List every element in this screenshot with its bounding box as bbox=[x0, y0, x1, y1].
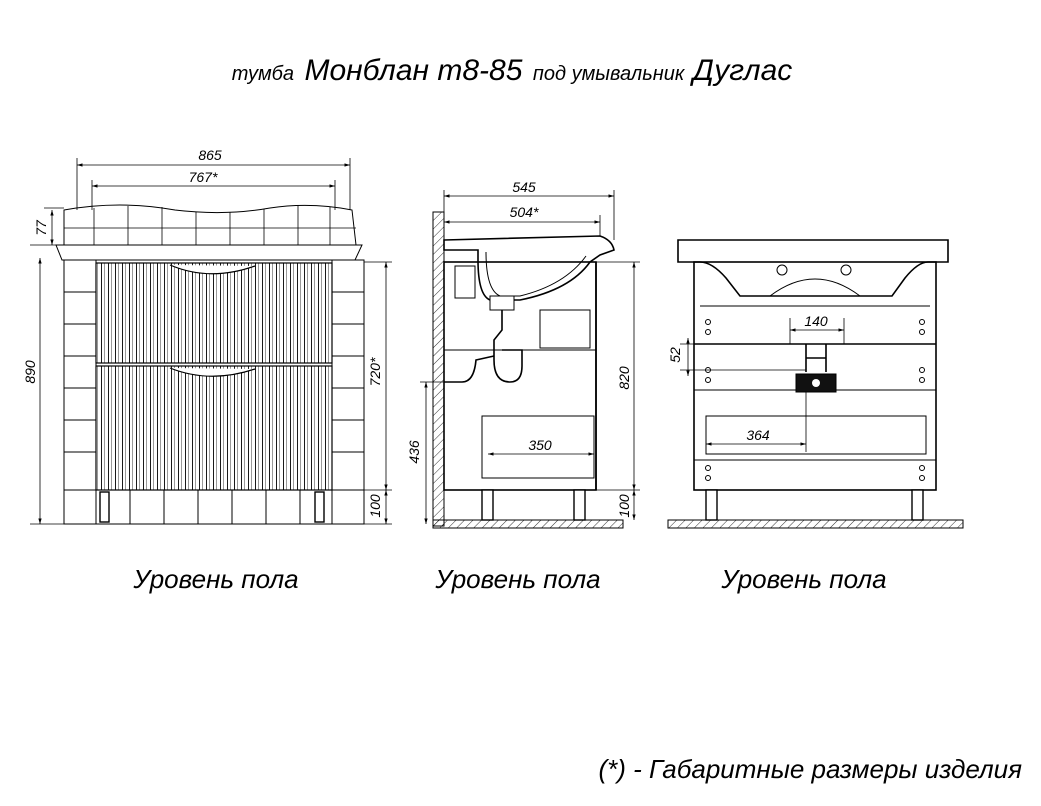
front-dim-height-total: 890 bbox=[22, 360, 38, 384]
back-dim-pipe-offset: 52 bbox=[667, 347, 683, 363]
front-leg-right bbox=[314, 491, 325, 523]
back-drawer bbox=[705, 415, 927, 455]
back-leg-right bbox=[911, 489, 924, 521]
back-view: 140 52 364 Уровень пола bbox=[667, 239, 964, 594]
back-leg-left bbox=[705, 489, 718, 521]
back-floor-label: Уровень пола bbox=[720, 564, 886, 594]
side-dim-shelf-depth: 350 bbox=[528, 437, 552, 453]
drawing-title: тумба Монблан т8-85 под умывальник Дугла… bbox=[232, 54, 793, 87]
back-cabinet bbox=[693, 261, 937, 491]
front-sink-top bbox=[63, 204, 357, 246]
back-outlet-hole bbox=[812, 379, 820, 387]
side-view: 545 504* 820 100 436 350 Уровень пола bbox=[406, 179, 640, 594]
front-floor-label: Уровень пола bbox=[132, 564, 298, 594]
side-lower-drawer bbox=[481, 415, 595, 479]
front-wall-tiles-left bbox=[63, 259, 97, 491]
title-middle: под умывальник bbox=[533, 63, 686, 85]
side-siphon bbox=[493, 302, 523, 383]
front-view: 865 767* 77 890 720* 100 Уровень пола bbox=[22, 147, 392, 594]
front-dimension-lines bbox=[30, 158, 392, 525]
footnote: (*) - Габаритные размеры изделия bbox=[598, 754, 1022, 784]
back-dimension-lines bbox=[680, 318, 845, 452]
back-siphon bbox=[805, 344, 827, 372]
front-sink-lip bbox=[55, 244, 363, 261]
back-sink bbox=[677, 239, 949, 297]
side-upper-box bbox=[454, 265, 476, 299]
title-sink: Дуглас bbox=[690, 54, 793, 87]
front-lower-drawer bbox=[95, 365, 333, 491]
back-dim-center-offset: 364 bbox=[746, 427, 770, 443]
side-dimension-lines bbox=[420, 190, 640, 524]
back-dim-pipe-spacing: 140 bbox=[804, 313, 828, 329]
front-dim-width-body: 767* bbox=[189, 169, 218, 185]
back-sink-bowl bbox=[769, 278, 861, 297]
side-wall bbox=[432, 211, 445, 527]
front-upper-handle bbox=[169, 264, 256, 275]
front-sink-tiles bbox=[64, 205, 356, 245]
side-sink bbox=[443, 235, 615, 301]
title-prefix: тумба bbox=[232, 63, 294, 85]
back-floor bbox=[667, 519, 964, 529]
side-shelf bbox=[539, 309, 591, 349]
front-dim-body-height: 720* bbox=[367, 357, 383, 386]
side-dim-drain-height: 436 bbox=[406, 440, 422, 464]
side-dim-leg-height: 100 bbox=[616, 494, 632, 518]
side-drain-pipe bbox=[444, 355, 495, 383]
front-dim-leg-height: 100 bbox=[367, 494, 383, 518]
back-overflow-right bbox=[840, 264, 852, 276]
title-model: Монблан т8-85 bbox=[305, 54, 523, 87]
front-leg-left bbox=[99, 491, 110, 523]
side-leg-back bbox=[481, 489, 494, 521]
front-wall-tiles-right bbox=[331, 259, 365, 491]
side-dim-height-body: 820 bbox=[616, 366, 632, 390]
side-drain-fitting bbox=[489, 295, 515, 311]
side-floor-label: Уровень пола bbox=[434, 564, 600, 594]
front-dim-top-thickness: 77 bbox=[33, 219, 49, 236]
side-dim-depth-body: 504* bbox=[510, 204, 539, 220]
side-sink-inner bbox=[485, 251, 587, 297]
front-floor-tiles bbox=[63, 489, 365, 525]
side-dim-depth-total: 545 bbox=[512, 179, 536, 195]
back-overflow-left bbox=[776, 264, 788, 276]
front-upper-drawer bbox=[95, 262, 333, 364]
front-lower-handle bbox=[169, 367, 256, 377]
front-dim-width-total: 865 bbox=[198, 147, 222, 163]
side-leg-front bbox=[573, 489, 586, 521]
side-floor bbox=[432, 519, 624, 529]
